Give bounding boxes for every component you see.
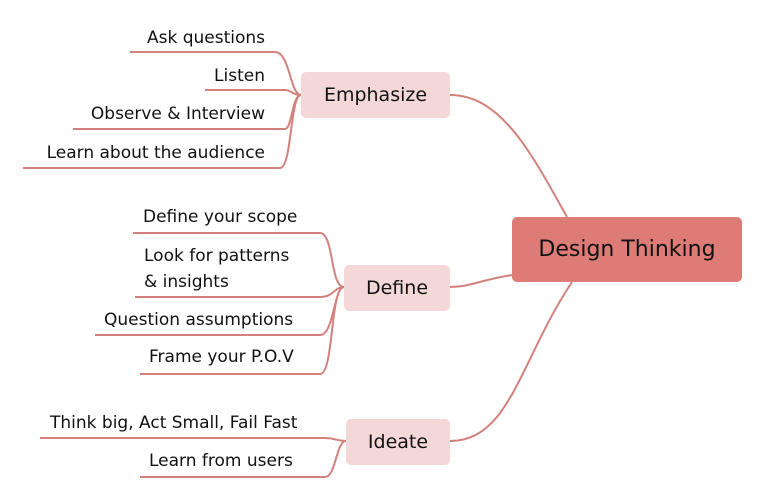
connector-central-emphasize bbox=[449, 94, 568, 218]
connector-central-define bbox=[449, 274, 513, 288]
leaf-learn-users[interactable]: Learn from users bbox=[149, 451, 293, 471]
branch-define[interactable]: Define bbox=[344, 265, 450, 311]
leaf-look-patterns[interactable]: Look for patterns bbox=[144, 246, 290, 266]
central-node[interactable]: Design Thinking bbox=[512, 217, 742, 282]
leaf-frame-pov[interactable]: Frame your P.O.V bbox=[149, 347, 294, 367]
leaf-listen[interactable]: Listen bbox=[214, 66, 265, 86]
branch-emphasize[interactable]: Emphasize bbox=[301, 72, 450, 118]
connector-listen bbox=[205, 89, 302, 96]
connector-pov bbox=[140, 286, 345, 375]
leaf-question-assumptions[interactable]: Question assumptions bbox=[104, 310, 294, 330]
leaf-insights[interactable]: & insights bbox=[144, 272, 229, 292]
connector-learn-users bbox=[140, 440, 347, 478]
connector-think-big bbox=[40, 437, 347, 442]
leaf-ask-questions[interactable]: Ask questions bbox=[146, 28, 265, 48]
leaf-observe-interview[interactable]: Observe & Interview bbox=[90, 104, 265, 124]
connector-scope bbox=[133, 232, 345, 288]
connector-ask bbox=[130, 51, 302, 96]
leaf-define-scope[interactable]: Define your scope bbox=[143, 207, 298, 227]
connector-learn-audience bbox=[23, 94, 302, 169]
branch-ideate[interactable]: Ideate bbox=[346, 419, 450, 465]
leaf-think-big[interactable]: Think big, Act Small, Fail Fast bbox=[50, 413, 298, 433]
leaf-learn-audience[interactable]: Learn about the audience bbox=[46, 143, 265, 163]
connector-central-ideate bbox=[449, 281, 573, 442]
